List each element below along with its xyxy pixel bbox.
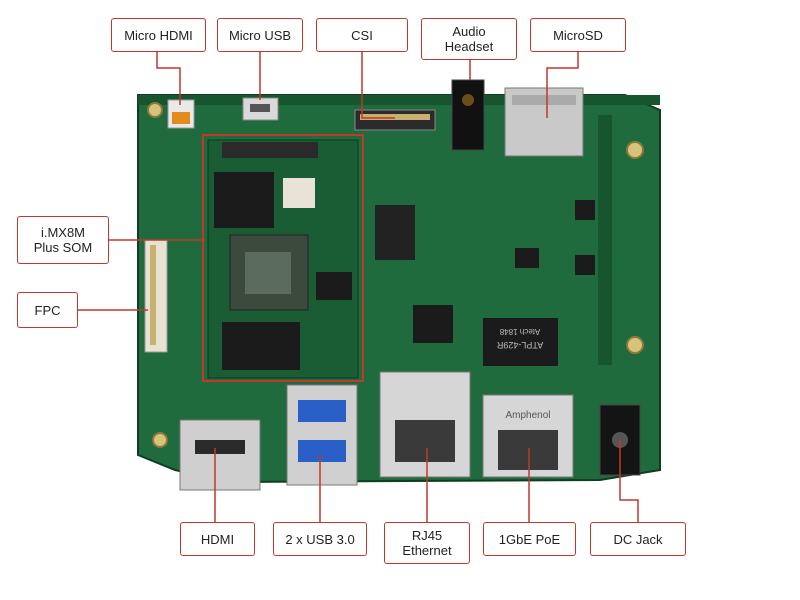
imx8m-die [245, 252, 291, 294]
hdmi-socket [195, 440, 245, 454]
usb3-port-top [298, 400, 346, 422]
mounting-hole [152, 432, 168, 448]
chip-small [575, 200, 595, 220]
csi-contacts [360, 114, 430, 120]
hdmi-connector [179, 419, 261, 491]
mounting-hole [147, 102, 163, 118]
som-pmic-chip [316, 272, 352, 300]
audio-jack [451, 79, 485, 151]
som-lpddr-chip [222, 322, 300, 370]
label-micro-usb: Micro USB [217, 18, 303, 52]
chip-small [515, 248, 539, 268]
label-rj45-ethernet: RJ45 Ethernet [384, 522, 470, 564]
poe-socket [498, 430, 558, 470]
mounting-hole [626, 141, 644, 159]
chip-atech-marking: Atech 1848 [499, 327, 540, 336]
som-highlight [202, 134, 364, 382]
usb3-port-bottom [298, 440, 346, 462]
chip-ethernet-phy [413, 305, 453, 343]
amphenol-marking: Amphenol [505, 410, 550, 421]
audio-jack-hole [462, 94, 474, 106]
chip-small [575, 255, 595, 275]
som-emmc-chip [283, 178, 315, 208]
label-1gbe-poe: 1GbE PoE [483, 522, 576, 556]
leader-dc [619, 440, 639, 522]
pcb-edge-shade [138, 95, 660, 105]
microsd-card [512, 95, 576, 105]
mounting-hole [626, 336, 644, 354]
label-som: i.MX8M Plus SOM [17, 216, 109, 264]
fpc-contacts [150, 245, 156, 345]
label-micro-hdmi: Micro HDMI [111, 18, 206, 52]
leader-csi [361, 52, 395, 119]
label-microsd: MicroSD [530, 18, 626, 52]
som-memory-chip [214, 172, 274, 228]
micro-hdmi-socket [172, 112, 190, 124]
micro-usb-socket [250, 104, 270, 112]
rj45-socket [395, 420, 455, 462]
chip-atpl [483, 318, 558, 366]
leader-micro-hdmi [156, 52, 181, 105]
dip-switch [375, 205, 415, 260]
gpio-header-right [598, 115, 612, 365]
som-top-connector [222, 142, 318, 158]
label-csi: CSI [316, 18, 408, 52]
label-fpc: FPC [17, 292, 78, 328]
chip-atpl-marking: ATPL-429R [496, 340, 543, 350]
leader-microsd [546, 52, 579, 118]
label-dc-jack: DC Jack [590, 522, 686, 556]
callout-lines [78, 52, 639, 522]
label-hdmi: HDMI [180, 522, 255, 556]
label-audio-headset: Audio Headset [421, 18, 517, 60]
label-usb3: 2 x USB 3.0 [273, 522, 367, 556]
